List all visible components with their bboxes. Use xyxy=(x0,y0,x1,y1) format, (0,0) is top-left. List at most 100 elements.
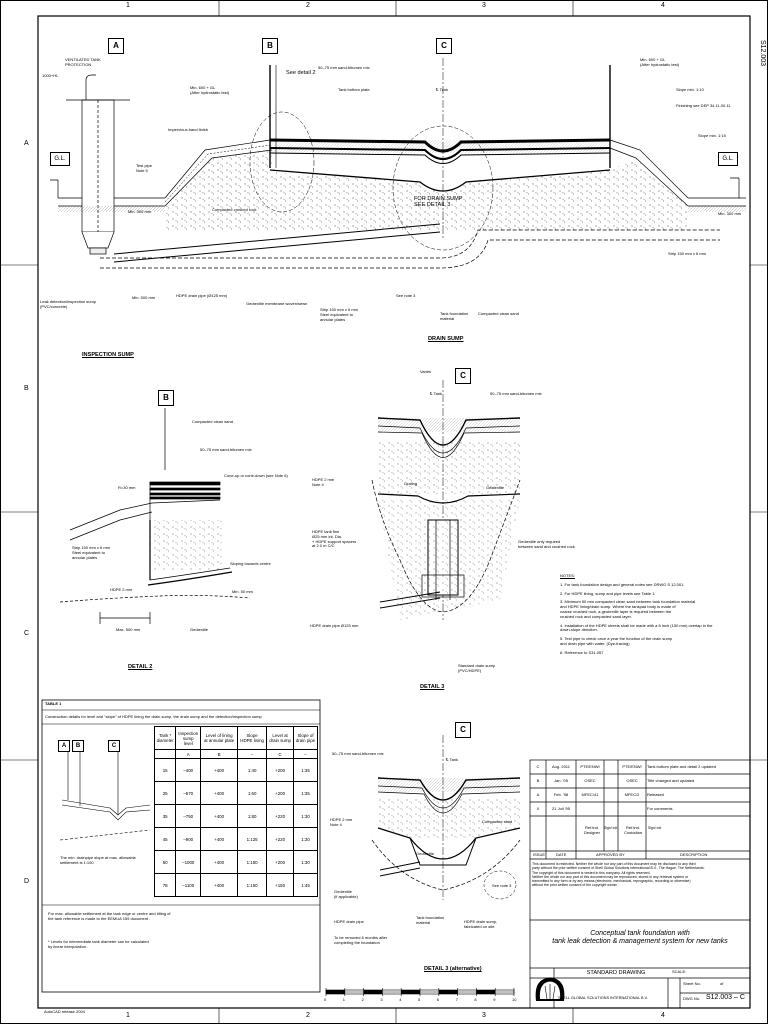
scale-tick-label: 0 xyxy=(324,997,327,1002)
table-cell: Level at drain sump xyxy=(266,726,294,750)
d3-grating: Grating xyxy=(404,481,418,486)
table-cell: 1:60 xyxy=(237,781,268,805)
revision-cell: Released xyxy=(647,793,664,797)
col-marker: 2 xyxy=(306,2,310,9)
table-cell: 25 xyxy=(153,781,177,805)
table-cell: +400 xyxy=(200,781,239,805)
table1-heading: TABLE 1 xyxy=(45,701,62,706)
table-cell: –750 xyxy=(175,804,202,828)
table-cell: 1:35 xyxy=(293,781,318,805)
label-strip-mid: Strip 150 mm x 6 mm Steel equivalent to … xyxy=(320,307,359,322)
table-cell: 1:30 xyxy=(293,827,318,851)
scale-segment xyxy=(401,990,420,994)
detail2-tag: B xyxy=(158,390,174,406)
table-cell: Inspection sump level xyxy=(175,726,202,750)
table-cell: – xyxy=(237,749,268,759)
table-cell: +200 xyxy=(266,850,294,874)
d3a-hdpe-pipe: HDPE drain pipe xyxy=(334,919,364,924)
table-cell: +400 xyxy=(200,873,239,897)
d3a-geotextile: Geotextile xyxy=(416,851,435,856)
label-see-detail2: See detail 2 xyxy=(286,70,316,76)
revision-cell: 0 xyxy=(536,807,540,811)
sig-label-3: Ref.tnd. Custodian xyxy=(623,825,642,835)
table-cell: 1:30 xyxy=(293,804,318,828)
scale-tick-label: 6 xyxy=(436,997,440,1002)
scale-tick-label: 10 xyxy=(512,997,517,1002)
d2-r: R=30 mm xyxy=(118,485,136,490)
disclaimer: This document is restricted. Neither the… xyxy=(532,862,705,888)
revision-cell: 21 Juli '95 xyxy=(552,807,570,811)
revision-cell: A xyxy=(536,793,540,797)
table-cell: +200 xyxy=(266,781,294,805)
d2-sand-bitumen: 50–75 mm sand-bitumen mix xyxy=(200,447,252,452)
label-min300-right: Min. 300 mm xyxy=(718,211,742,216)
detail3-tag: C xyxy=(455,368,471,384)
sig-label-1: Ref.tnd. Designer xyxy=(583,825,600,835)
table-cell: +400 xyxy=(200,827,239,851)
notes-list: 1. For tank foundation design and genera… xyxy=(560,582,746,656)
rev-header-description: DESCRIPTION xyxy=(680,852,708,857)
revision-cell: Jan. '05 xyxy=(554,779,568,783)
col-marker: 1 xyxy=(126,1012,130,1019)
d3-ctank: ℄ Tank xyxy=(430,391,443,396)
table1-caption: Construction details for level and "slop… xyxy=(45,715,262,719)
table-cell: –1000 xyxy=(175,850,202,874)
d2-hdpe: HDPE 2 mm xyxy=(110,587,133,592)
d2-strip: Strip 150 mm x 6 mm Steel equivalent to … xyxy=(72,545,111,560)
d2-cone: Cone-up or cone-down (see Note 6) xyxy=(224,473,288,478)
row-marker: A xyxy=(24,140,29,147)
table-cell: +200 xyxy=(266,758,294,782)
tag-b: B xyxy=(262,38,278,54)
table-cell: +400 xyxy=(200,758,239,782)
scale-tick-label: 8 xyxy=(474,997,477,1002)
d3-sand-bitumen: 50–75 mm sand-bitumen mix xyxy=(490,391,542,396)
table-cell: 1:80 xyxy=(237,804,268,828)
table-cell: A xyxy=(175,749,202,759)
scale-segment xyxy=(438,990,458,994)
label-slope-1-15: Slope min. 1:15 xyxy=(698,133,726,138)
scale-tick-label: 9 xyxy=(493,997,496,1002)
d3a-geotextile-if: Geotextile (if applicable) xyxy=(334,889,358,899)
d2-sloping: Sloping towards centre xyxy=(230,561,271,566)
d3-hdpe: HDPE 2 mm Note 4 xyxy=(312,477,335,487)
label-min600-right: Min. 600 + GL (After hydrostatic test) xyxy=(640,57,680,67)
note-item: 2. For HDPE lining, sump and pipe levels… xyxy=(560,590,656,596)
table-cell: 15 xyxy=(153,758,177,782)
col-marker: 4 xyxy=(661,1012,665,1019)
revision-cell: OSEC xyxy=(584,779,596,783)
revision-cell: Aug. 2011 xyxy=(552,765,570,769)
row-marker: C xyxy=(24,630,30,637)
d3-geotextile-note: Geotextile only required between sand an… xyxy=(518,539,575,549)
revision-cell: B xyxy=(536,779,540,783)
label-min500: Min. 500 mm xyxy=(132,295,156,300)
detail3alt-title: DETAIL 3 (alternative) xyxy=(424,966,482,972)
d3-drain-pipe: HDPE drain pipe Ø125 mm xyxy=(310,623,359,628)
d2-min50: Min. 50 mm xyxy=(232,589,253,594)
table-cell: 1:150 xyxy=(237,873,268,897)
d3-geotextile: Geotextile xyxy=(486,485,505,490)
rev-header-issue: ISSUE xyxy=(533,852,546,857)
d2-max500: Max. 500 mm xyxy=(116,627,141,632)
scale-label: SCALE: xyxy=(672,969,687,974)
rev-header-date: DATE xyxy=(556,852,567,857)
drain-sump-title: DRAIN SUMP xyxy=(428,336,464,342)
label-hl: 1000+HL xyxy=(42,73,59,78)
table1-tag-b: B xyxy=(72,740,84,752)
revision-cell: For comments xyxy=(647,807,673,811)
label-tank-foundation: Tank foundation material xyxy=(440,311,469,321)
d3-tank-fine: HDPE tank fine Ø25 mm int. Dia. + HDPE s… xyxy=(312,529,357,549)
table1-tag-a: A xyxy=(58,740,70,752)
label-min600-left: Min. 600 + GL (After hydrostatic test) xyxy=(190,85,230,95)
col-marker: 4 xyxy=(661,2,665,9)
d2-compacted-sand: Compacted clean sand xyxy=(192,419,233,424)
sheet-ref-vertical: S12.003 xyxy=(759,40,766,67)
note-item: 3. Minimum 50 mm compacted clean sand be… xyxy=(560,599,696,619)
label-finishing: Finishing see DEP 34.11.00.11 xyxy=(676,103,731,108)
shell-logo xyxy=(535,977,565,1001)
